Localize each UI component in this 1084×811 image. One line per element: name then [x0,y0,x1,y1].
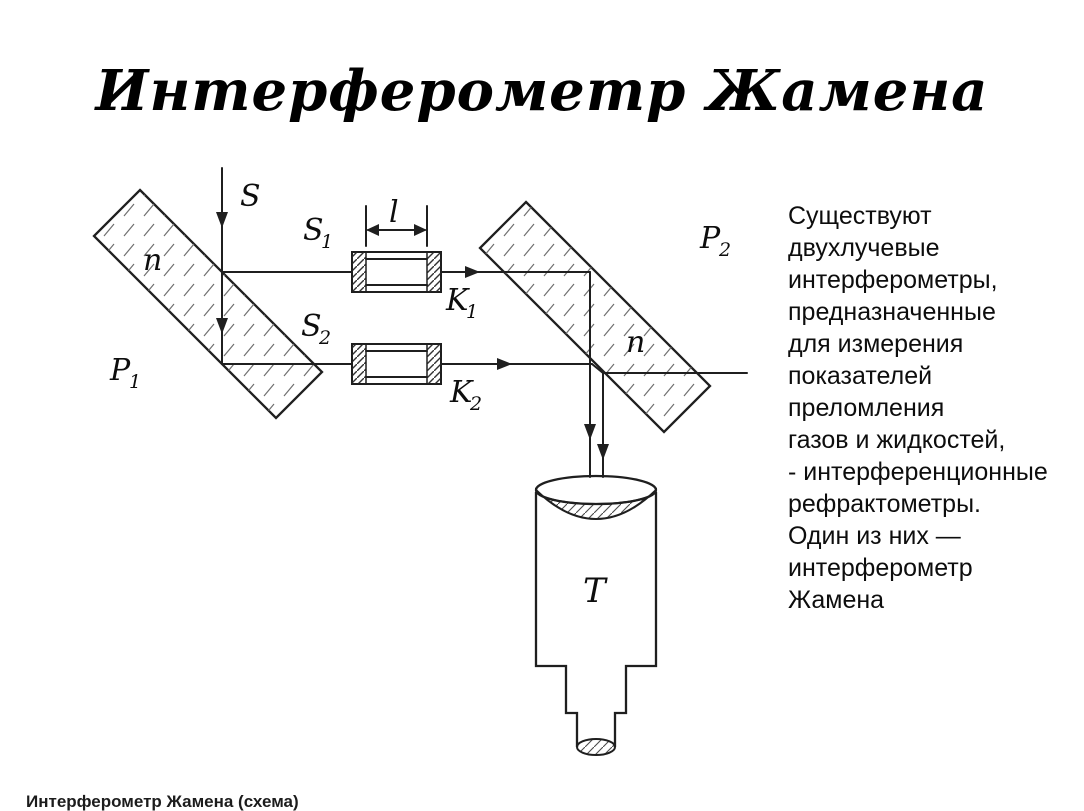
diagram-labels: S n P 1 S 1 S 2 K 1 K 2 P 2 n l T [109,179,731,611]
glass-plate-p2 [478,200,712,434]
telescope-right-wall [613,492,658,747]
label-s1: S [303,213,324,248]
cell-k1-left-cap [351,251,367,293]
label-k2-sub: 2 [469,393,482,415]
label-telescope-t: T [583,571,608,611]
cell-k2-right-cap [426,343,442,385]
plate-p1-hatch [94,190,322,418]
page-title: Интерферометр Жамена [95,58,989,124]
label-n-plate1: n [143,243,162,278]
arrowhead-exit1-icon [584,424,596,440]
label-p1: P [109,353,131,388]
label-source-s: S [240,179,261,214]
arrowhead-lower-beam-icon [497,358,512,370]
dim-arrow-right-icon [414,224,427,236]
arrowhead-exit2-icon [597,444,609,460]
dim-arrow-left-icon [366,224,379,236]
label-length-l: l [389,195,399,230]
gas-cell-k1 [351,251,442,293]
telescope-left-wall [534,492,579,747]
label-p1-sub: 1 [129,371,141,393]
label-p2-sub: 2 [718,239,731,261]
arrowhead-source-down-icon [216,212,228,228]
light-rays [216,167,748,478]
label-n-plate2: n [626,325,645,360]
label-k1: K [445,283,470,318]
label-s1-sub: 1 [321,231,333,253]
arrowhead-upper-beam-icon [465,266,480,278]
length-dimension-marker [365,205,428,247]
bottom-caption: Интерферометр Жамена (схема) [26,792,299,811]
gas-cell-k2 [351,343,442,385]
arrowhead-inside-p1-icon [216,318,228,334]
telescope-lens-rim [534,474,658,506]
ray-corner-join [591,363,604,374]
description-text: Существуют двухлучевые интерферометры, п… [788,202,1048,614]
label-p2: P [699,221,721,256]
cell-k2-left-cap [351,343,367,385]
label-k2: K [449,375,474,410]
telescope [534,474,658,756]
label-s2-sub: 2 [318,327,331,349]
glass-plate-p1 [92,188,324,420]
label-s2: S [301,309,322,344]
plate-p2-hatch [480,202,710,432]
cell-k1-right-cap [426,251,442,293]
label-k1-sub: 1 [466,301,478,323]
telescope-eyepiece-lens [576,738,616,756]
